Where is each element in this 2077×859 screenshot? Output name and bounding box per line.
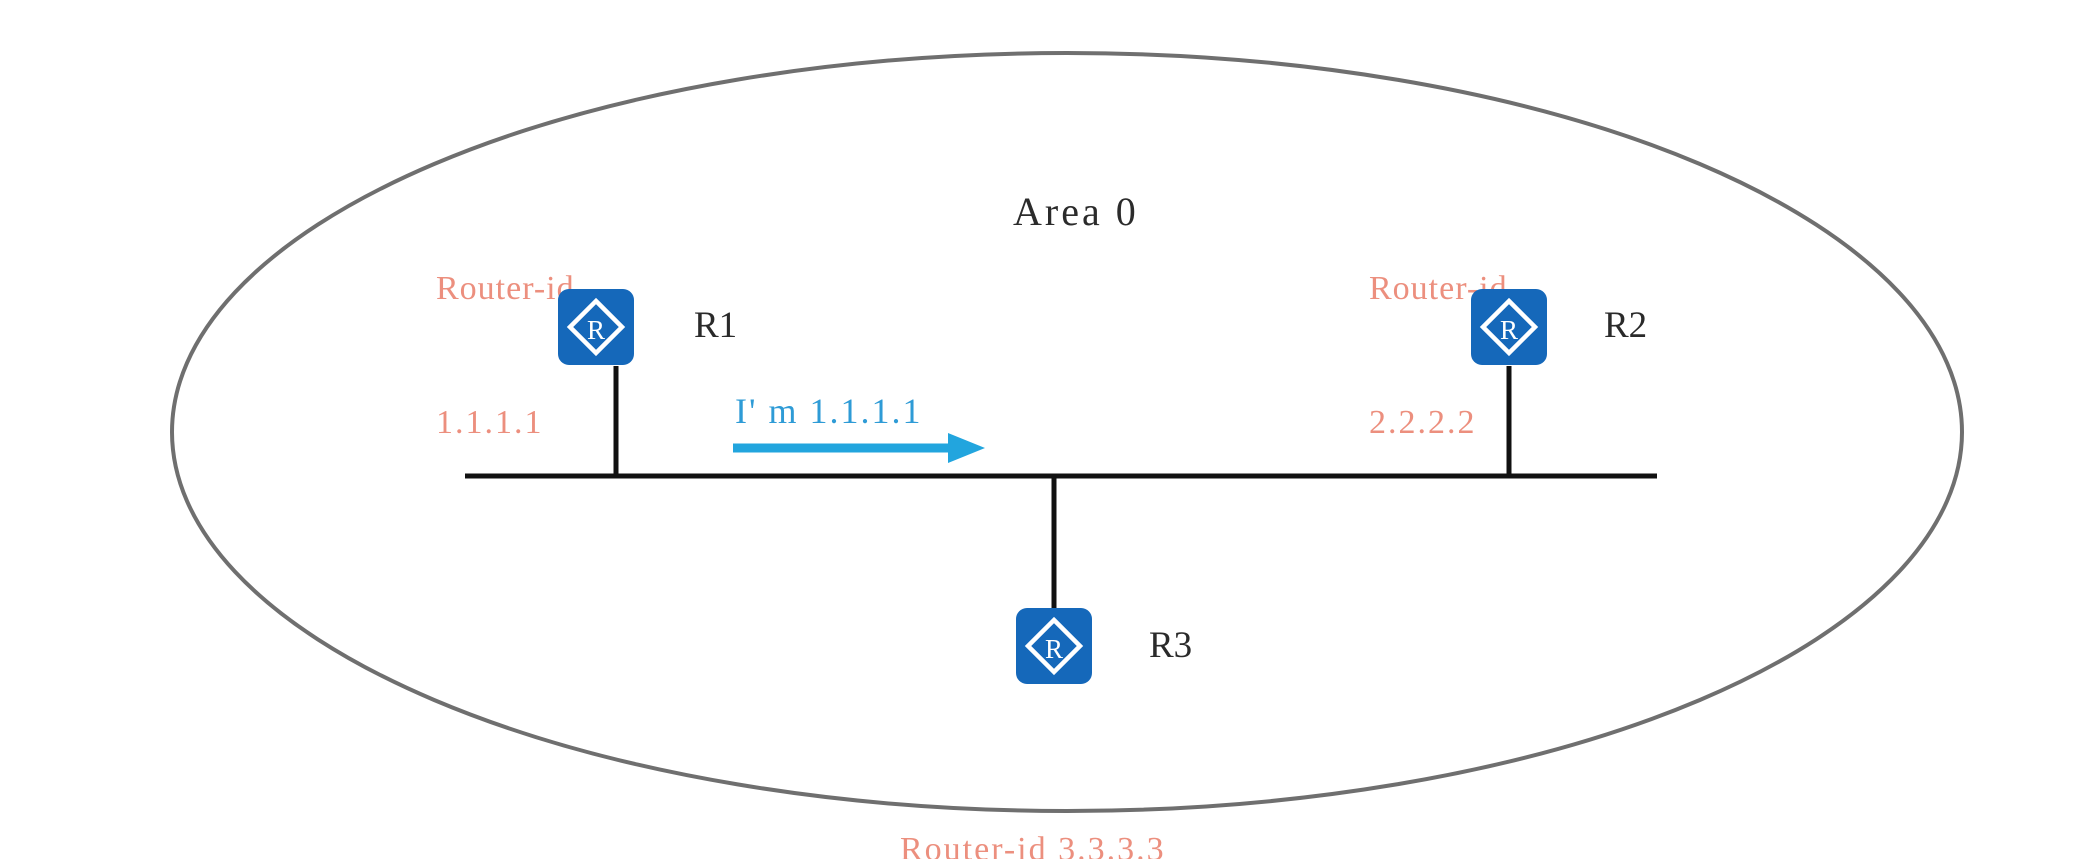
router-glyph-r1: R: [587, 315, 605, 345]
router-icon: R: [1024, 616, 1084, 676]
router-id-caption-r3: Router-id 3.3.3.3: [900, 830, 1166, 859]
advertisement-arrow-icon: [733, 433, 985, 463]
device-label-r3: R3: [1149, 625, 1193, 666]
router-id-value-r2: 2.2.2.2: [1369, 404, 1477, 442]
router-id-value-r1: 1.1.1.1: [436, 404, 544, 442]
advertisement-label: I' m 1.1.1.1: [735, 391, 923, 431]
router-id-label-r3: Router-id 3.3.3.3: [900, 738, 1166, 859]
router-id-label-r1: Router-id 1.1.1.1: [436, 177, 575, 536]
router-icon: R: [566, 297, 626, 357]
area-label: Area 0: [1013, 189, 1139, 234]
device-label-r2: R2: [1604, 305, 1648, 346]
router-node-r3[interactable]: R: [1016, 608, 1092, 684]
router-node-r2[interactable]: R: [1471, 289, 1547, 365]
device-label-r1: R1: [694, 305, 738, 346]
router-id-caption-r1: Router-id: [436, 269, 575, 307]
area-boundary-ellipse: [170, 51, 1964, 813]
router-icon: R: [1479, 297, 1539, 357]
router-glyph-r3: R: [1045, 634, 1063, 664]
router-node-r1[interactable]: R: [558, 289, 634, 365]
router-glyph-r2: R: [1500, 315, 1518, 345]
